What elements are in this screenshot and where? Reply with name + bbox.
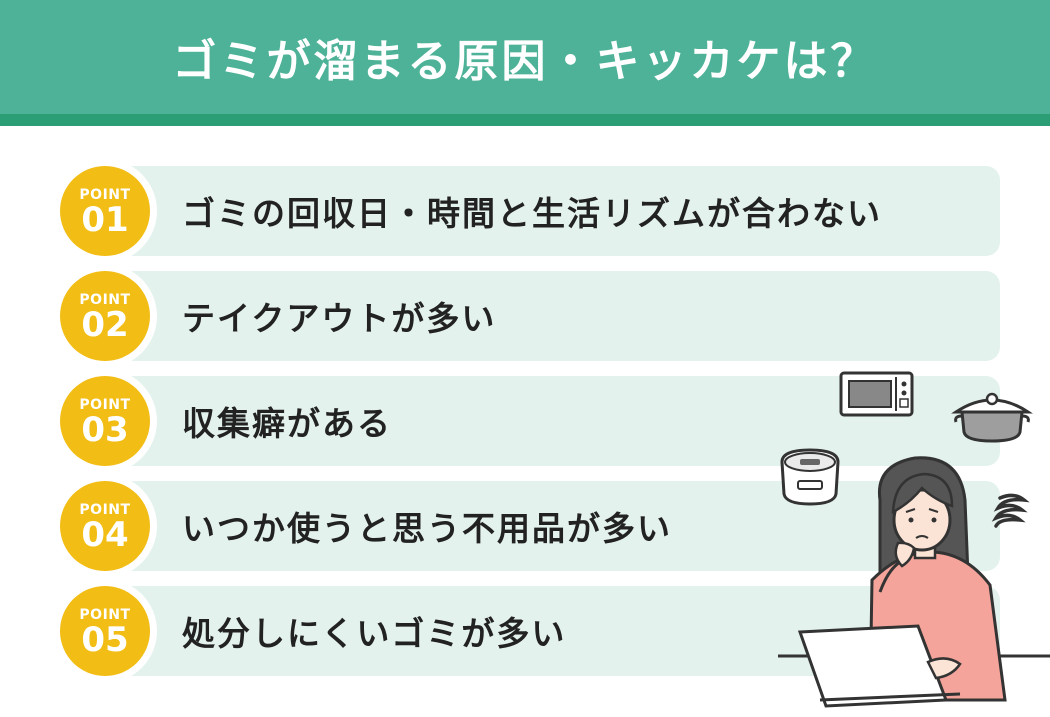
point-badge-number: 05 — [81, 620, 129, 660]
header-banner — [0, 0, 1050, 114]
point-badge-label: POINT — [79, 187, 131, 203]
point-bar — [100, 481, 1000, 571]
point-badge-number: 03 — [81, 410, 129, 450]
point-badge-label: POINT — [79, 502, 131, 518]
point-row-2: テイクアウトが多い POINT 02 — [60, 271, 1000, 361]
pot-icon — [951, 392, 1033, 443]
point-text: ゴミの回収日・時間と生活リズムが合わない — [182, 194, 882, 233]
point-badge-number: 01 — [81, 200, 129, 240]
point-badge-number: 02 — [81, 305, 129, 345]
point-badge-label: POINT — [79, 292, 131, 308]
point-badge: POINT 04 — [60, 481, 150, 571]
point-text: 処分しにくいゴミが多い — [182, 614, 567, 653]
header-stripe — [0, 114, 1050, 126]
confused-squiggle-icon — [991, 493, 1030, 528]
point-text: 収集癖がある — [182, 404, 392, 443]
point-row-4: いつか使うと思う不用品が多い POINT 04 — [60, 481, 1000, 571]
point-bar — [100, 166, 1000, 256]
point-text: いつか使うと思う不用品が多い — [182, 509, 672, 548]
point-badge: POINT 05 — [60, 586, 150, 676]
point-badge: POINT 03 — [60, 376, 150, 466]
page-title: ゴミが溜まる原因・キッカケは？ — [172, 36, 878, 87]
point-badge: POINT 01 — [60, 166, 150, 256]
point-badge-number: 04 — [81, 515, 129, 555]
rice-cooker-icon — [780, 448, 840, 506]
woman-at-laptop-illustration — [778, 371, 1050, 708]
microwave-icon — [839, 371, 914, 417]
point-badge: POINT 02 — [60, 271, 150, 361]
point-bar — [100, 271, 1000, 361]
point-badge-label: POINT — [79, 397, 131, 413]
point-text: テイクアウトが多い — [182, 299, 497, 338]
point-badge-label: POINT — [79, 607, 131, 623]
point-row-1: ゴミの回収日・時間と生活リズムが合わない POINT 01 — [60, 166, 1000, 256]
